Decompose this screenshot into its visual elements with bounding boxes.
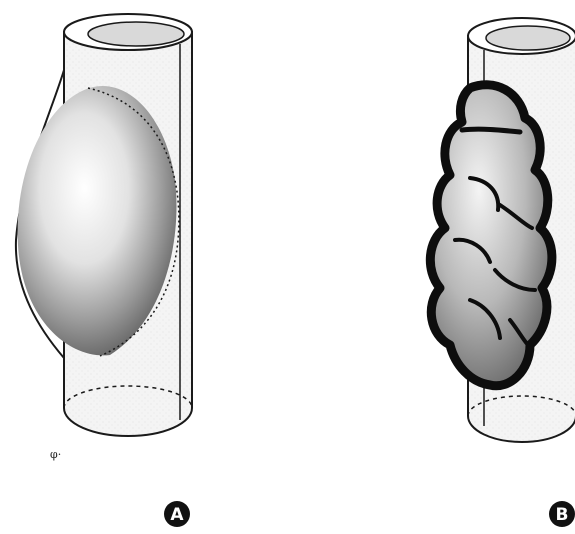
lobulated-aneurysm bbox=[430, 85, 552, 386]
panel-b: B bbox=[430, 18, 575, 527]
label-a: A bbox=[170, 505, 184, 525]
label-badge-b: B bbox=[549, 501, 575, 527]
label-b: B bbox=[556, 505, 569, 525]
label-badge-a: A bbox=[164, 501, 190, 527]
panel-a: φ· A bbox=[16, 14, 192, 527]
stray-mark: φ· bbox=[50, 448, 61, 461]
